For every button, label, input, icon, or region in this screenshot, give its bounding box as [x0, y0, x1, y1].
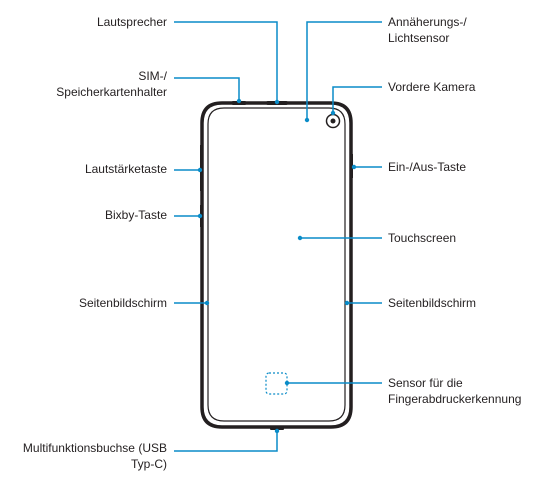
label-sensor-line2: Fingerabdruckerkennung — [388, 392, 522, 406]
dot-touchscreen — [297, 235, 303, 241]
fingerprint-area — [265, 372, 288, 395]
phone-screen-edge — [207, 107, 346, 422]
label-lautstaerketaste: Lautstärketaste — [84, 162, 167, 176]
dot-sensor — [284, 380, 290, 386]
dot-multifunktion — [274, 428, 280, 434]
leader-annaeherung — [306, 21, 382, 120]
leader-sim — [174, 77, 240, 101]
label-annaeherung-line1: Annäherungs-/ — [388, 15, 467, 29]
phone-body — [200, 101, 353, 429]
dot-kamera — [330, 110, 336, 116]
front-camera-lens — [330, 118, 336, 124]
leader-kamera — [332, 86, 382, 113]
label-bixby: Bixby-Taste — [104, 208, 167, 222]
label-multifunktion-line1: Multifunktionsbuchse (USB — [22, 441, 167, 455]
leader-dots — [197, 98, 357, 434]
label-sim-line2: Speicherkartenhalter — [56, 85, 167, 99]
label-touchscreen: Touchscreen — [388, 231, 457, 245]
dot-sim — [236, 98, 242, 104]
label-sensor-line1: Sensor für die — [388, 376, 463, 390]
dot-seitenbildschirm-left — [204, 300, 210, 306]
label-seitenbildschirm-right: Seitenbildschirm — [388, 296, 477, 310]
usb-port — [270, 426, 284, 430]
label-annaeherung-line2: Lichtsensor — [388, 31, 450, 45]
volume-key — [200, 145, 203, 191]
label-multifunktion-line2: Typ-C) — [131, 457, 167, 471]
dot-ein-aus — [351, 164, 357, 170]
label-vordere-kamera: Vordere Kamera — [388, 80, 476, 94]
label-sim-line1: SIM-/ — [138, 69, 167, 83]
leader-multifunktion — [174, 431, 278, 452]
leader-lines — [174, 21, 382, 452]
label-seitenbildschirm-left: Seitenbildschirm — [78, 296, 167, 310]
dot-seitenbildschirm-right — [344, 300, 350, 306]
dot-annaeherung — [304, 117, 310, 123]
dot-bixby — [197, 213, 203, 219]
leader-lautsprecher — [174, 21, 278, 102]
dot-lautsprecher — [274, 99, 280, 105]
dot-lautstaerketaste — [197, 167, 203, 173]
label-ein-aus: Ein-/Aus-Taste — [388, 160, 467, 174]
phone-frame — [200, 101, 353, 429]
power-key — [350, 154, 353, 178]
label-lautsprecher: Lautsprecher — [96, 15, 167, 29]
